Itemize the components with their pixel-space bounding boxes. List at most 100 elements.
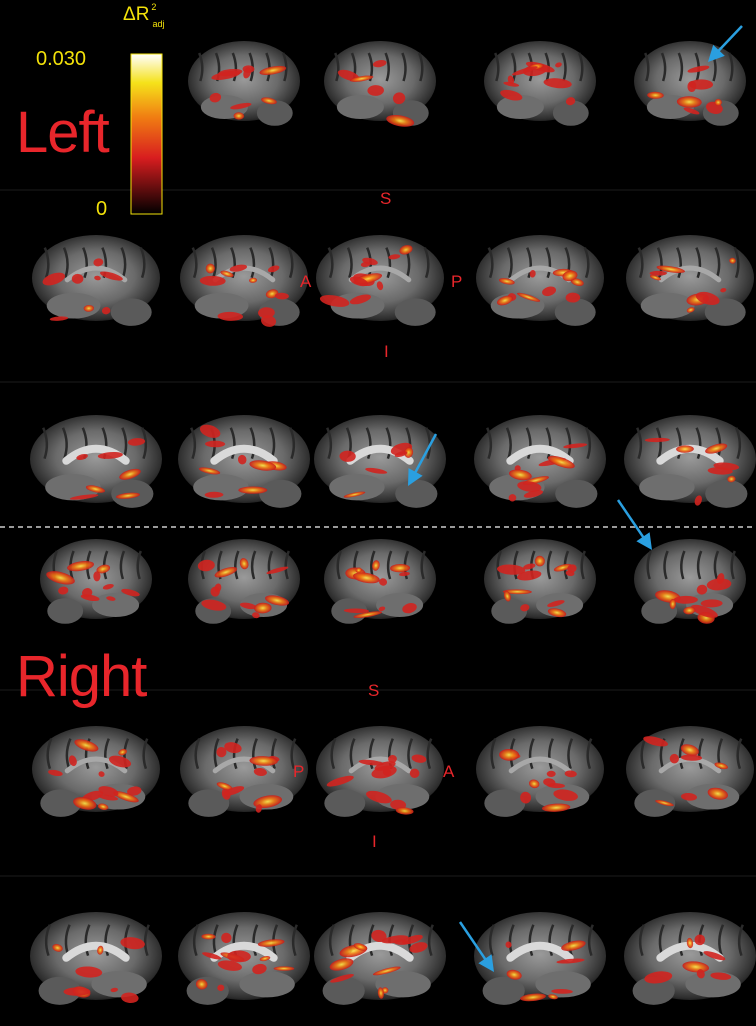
brain-slice: [624, 912, 756, 1005]
activation-blob: [216, 782, 233, 791]
brain-temporal-lobe: [496, 95, 544, 119]
brain-sulcus: [334, 52, 340, 82]
corpus-callosum: [210, 941, 278, 962]
activation-blob: [720, 288, 727, 293]
activation-blob: [517, 481, 542, 492]
brain-sulcus: [655, 427, 662, 460]
brain-slice: [180, 726, 308, 817]
brain-cerebellum: [40, 789, 82, 817]
activation-blob: [343, 608, 370, 614]
activation-blob: [548, 994, 558, 1000]
activation-blob: [52, 944, 63, 952]
activation-blob: [214, 566, 238, 578]
activation-blob: [98, 771, 105, 777]
left-superior-label: S: [380, 189, 392, 208]
brain-sulcus: [43, 247, 50, 279]
activation-blob: [218, 68, 243, 77]
activation-blob: [511, 66, 538, 76]
brain-sulcus: [289, 427, 296, 460]
brain-cerebellum: [394, 298, 436, 326]
corpus-callosum: [64, 756, 128, 774]
brain-sulcus: [401, 52, 407, 82]
activation-blob: [565, 570, 575, 577]
brain-sulcus: [713, 550, 720, 580]
brain-sulcus: [252, 924, 259, 957]
brain-sulcus: [714, 247, 721, 279]
brain-sulcus: [420, 550, 426, 580]
activation-blob: [273, 966, 295, 971]
activation-blob: [503, 590, 511, 602]
annotation-arrows: [408, 25, 743, 972]
brain-sulcus: [249, 247, 256, 279]
activation-blob: [392, 92, 406, 105]
activation-blob: [402, 602, 417, 614]
activation-blob: [502, 589, 532, 595]
activation-blob: [644, 971, 673, 984]
activation-blob: [343, 491, 366, 498]
brain-slice: [474, 912, 606, 1005]
brain-sulcus: [528, 924, 535, 957]
activation-blob: [358, 759, 384, 766]
activation-blob: [199, 275, 226, 286]
activation-blob: [199, 424, 221, 438]
brain-temporal-lobe: [329, 474, 385, 501]
brain-temporal-lobe: [45, 474, 101, 501]
activation-blob: [201, 599, 227, 611]
brain-sulcus: [735, 427, 742, 460]
brain-slice: [180, 235, 308, 327]
activation-blob: [74, 739, 99, 752]
activation-blob: [379, 578, 388, 586]
brain-cerebellum: [482, 976, 525, 1005]
activation-blob: [97, 803, 109, 811]
brain-sulcus: [267, 550, 274, 580]
activation-blob: [676, 96, 702, 108]
activation-blob: [330, 974, 354, 983]
activation-blob: [229, 264, 248, 272]
brain-cerebellum: [554, 298, 596, 326]
activation-blob: [529, 269, 536, 278]
brain-sulcus: [136, 550, 142, 580]
brain-sulcus: [646, 550, 652, 580]
activation-blob: [85, 485, 105, 493]
brain-temporal-lobe: [375, 971, 431, 998]
brain-sulcus: [638, 924, 645, 957]
brain-cerebellum: [552, 100, 589, 126]
brain-slice: [634, 539, 746, 624]
brain-slice: [314, 415, 446, 508]
brain-sulcus: [490, 738, 497, 770]
brain-cerebellum: [634, 789, 676, 817]
activation-blob: [394, 451, 408, 458]
activation-blob: [362, 257, 378, 265]
brain-temporal-lobe: [239, 971, 295, 998]
right-hemisphere-label: Right: [16, 644, 147, 709]
corpus-callosum: [62, 941, 130, 962]
activation-blob: [217, 311, 244, 321]
activation-blob: [523, 490, 544, 498]
activation-blob: [686, 307, 695, 313]
activation-blob: [97, 945, 104, 955]
activation-blob: [551, 989, 573, 994]
brain-sulcus: [718, 924, 725, 957]
brain-sulcus: [730, 550, 736, 580]
activation-blob: [687, 65, 710, 73]
right-anterior-label: A: [443, 762, 455, 781]
activation-blob: [252, 963, 267, 975]
brain-sulcus: [42, 427, 49, 460]
corpus-callosum: [348, 756, 412, 774]
activation-blob: [349, 276, 368, 287]
brain-sulcus: [62, 247, 69, 279]
brain-cerebellum: [484, 789, 526, 817]
brain-sulcus: [695, 247, 702, 279]
activation-blob: [644, 437, 670, 443]
brain-sulcus: [82, 247, 88, 279]
brain-sulcus: [636, 427, 643, 460]
activation-blob: [564, 770, 577, 778]
brain-slice: [476, 235, 604, 326]
brain-sulcus: [104, 738, 110, 770]
brain-temporal-lobe: [639, 474, 695, 501]
activation-blob: [508, 494, 517, 502]
brain-sulcus: [139, 247, 146, 279]
left-posterior-label: P: [451, 272, 463, 291]
brain-sulcus: [385, 247, 392, 279]
brain-sulcus: [61, 427, 68, 460]
